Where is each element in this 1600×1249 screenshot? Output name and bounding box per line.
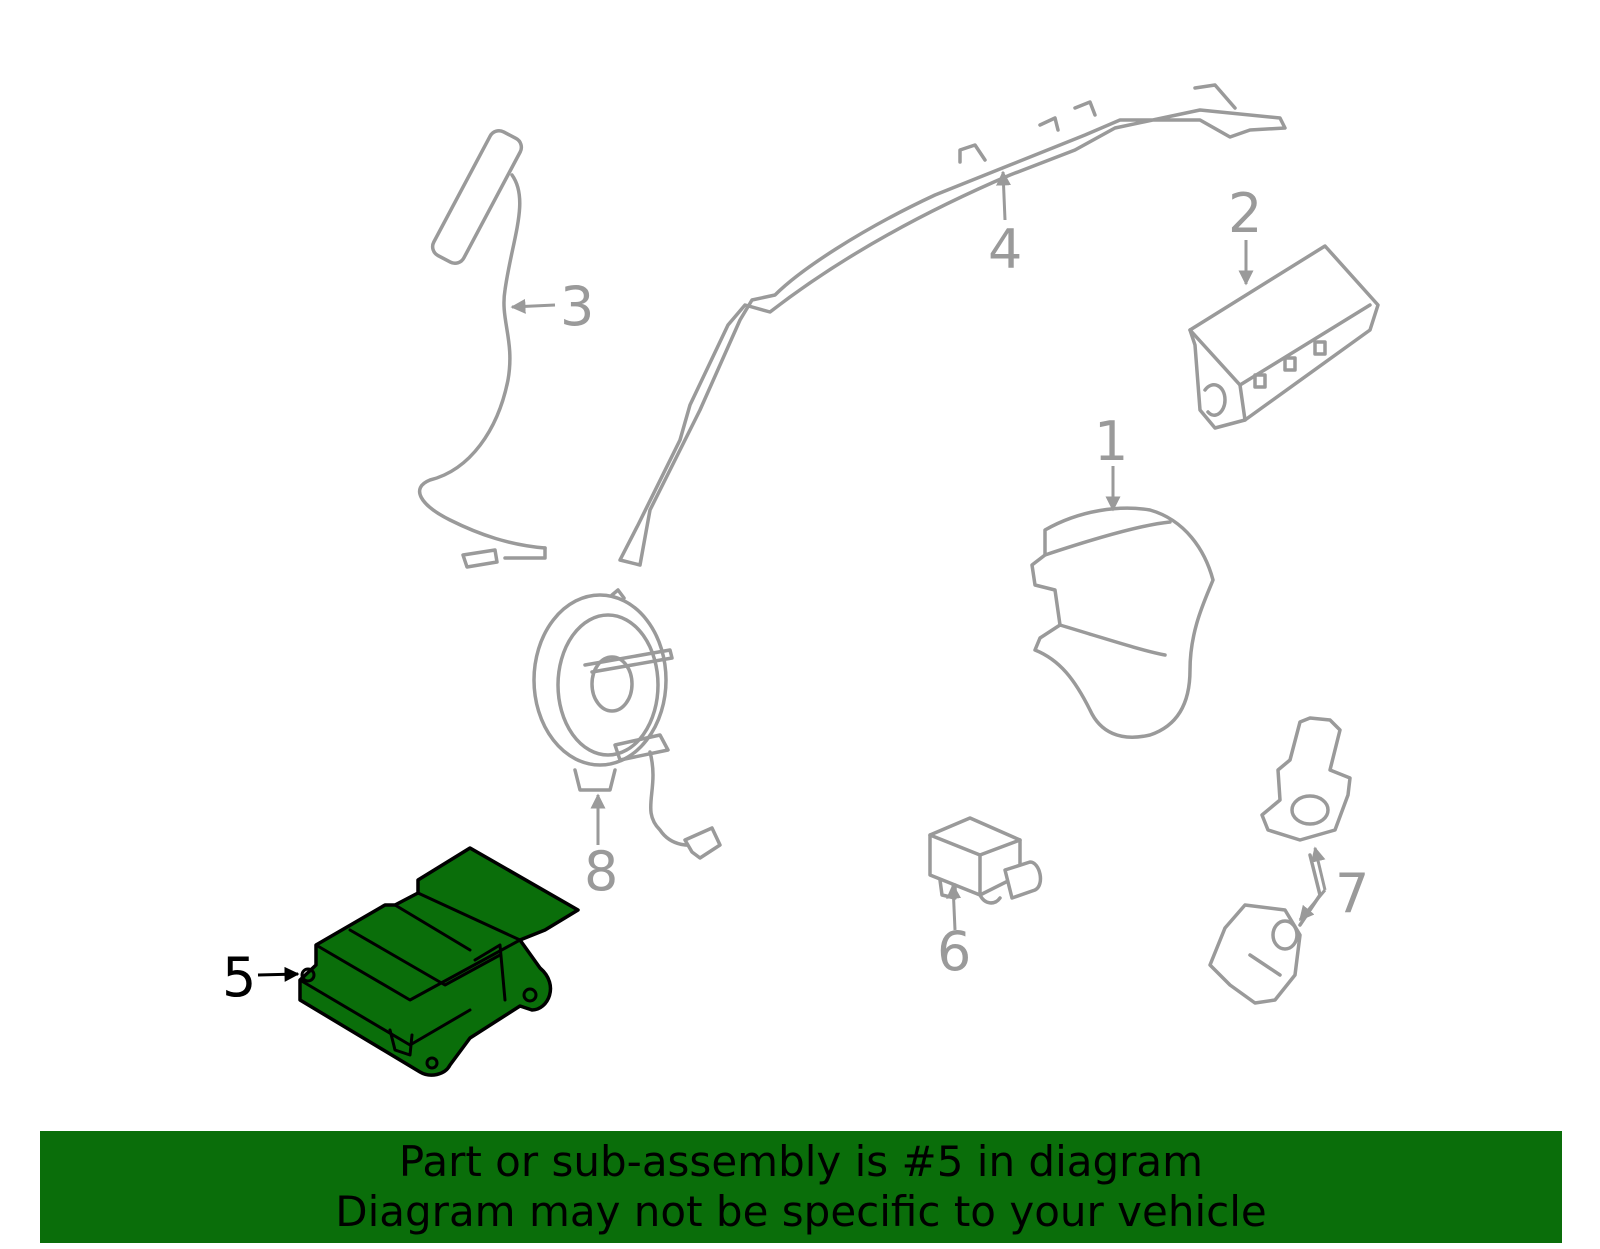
- callout-8: 8: [584, 840, 618, 903]
- part-8-clock-spring: [532, 588, 722, 860]
- leader-7: [1310, 846, 1327, 891]
- part-6-impact-sensor: [928, 816, 1043, 905]
- part-4-curtain-airbag: [618, 83, 1287, 567]
- callout-5: 5: [222, 946, 256, 1009]
- callout-2: 2: [1228, 182, 1262, 245]
- callout-6: 6: [937, 920, 971, 983]
- part-2-passenger-airbag: [1188, 244, 1380, 430]
- part-7-side-sensors: [1208, 716, 1352, 1005]
- callout-7: 7: [1335, 862, 1369, 925]
- leader-5: [257, 966, 300, 982]
- callout-1: 1: [1094, 410, 1128, 473]
- callout-3: 3: [560, 275, 594, 338]
- part-5-control-module: [298, 846, 580, 1077]
- banner-line-1: Part or sub-assembly is #5 in diagram: [398, 1137, 1204, 1186]
- part-3-knee-airbag: [417, 128, 547, 569]
- leader-6: [946, 883, 962, 931]
- info-banner: Part or sub-assembly is #5 in diagram Di…: [40, 1131, 1562, 1243]
- banner-line-2: Diagram may not be specific to your vehi…: [335, 1187, 1267, 1236]
- callout-4: 4: [988, 218, 1022, 281]
- leader-7b: [1298, 889, 1327, 922]
- part-1-driver-airbag: [1030, 506, 1215, 739]
- leader-3: [510, 298, 556, 314]
- leader-4: [996, 170, 1012, 221]
